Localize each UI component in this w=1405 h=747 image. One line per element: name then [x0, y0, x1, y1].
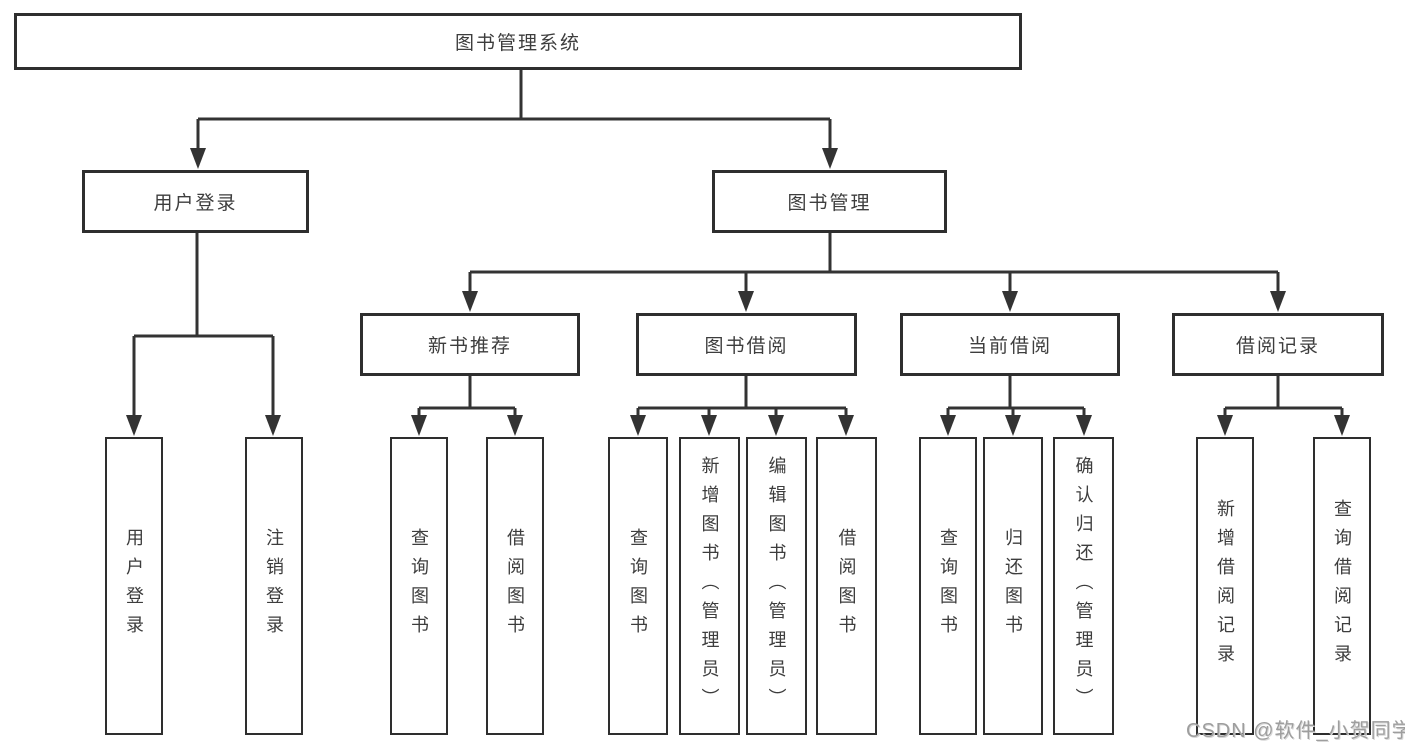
arrowhead — [1334, 415, 1350, 436]
leaf-user-login: 用户登录 — [105, 437, 163, 735]
node-book-borrow-label: 图书借阅 — [704, 336, 789, 357]
arrowhead — [1217, 415, 1233, 436]
leaf-cb-query-books-label: 查询图书 — [938, 528, 958, 644]
leaf-user-login-label: 用户登录 — [124, 528, 144, 644]
leaf-nb-borrow-books-label: 借阅图书 — [505, 528, 525, 644]
leaf-bb-borrow-books: 借阅图书 — [816, 437, 877, 735]
edge-borrowrecords-to-leaves — [1223, 375, 1344, 416]
leaf-bb-edit-books-admin: 编辑图书（管理员） — [746, 437, 807, 735]
leaf-logout: 注销登录 — [245, 437, 303, 735]
arrowhead — [1076, 415, 1092, 436]
arrowhead — [1002, 291, 1018, 312]
node-root-label: 图书管理系统 — [454, 33, 581, 54]
edge-root-to-level2 — [196, 70, 832, 150]
arrowhead — [126, 415, 142, 436]
node-current-borrow-label: 当前借阅 — [967, 336, 1052, 357]
arrowhead — [1005, 415, 1021, 436]
arrowhead — [940, 415, 956, 436]
leaf-br-query-record-label: 查询借阅记录 — [1332, 499, 1352, 673]
leaf-cb-confirm-return-admin-label: 确认归还（管理员） — [1073, 455, 1094, 717]
leaf-nb-borrow-books: 借阅图书 — [486, 437, 544, 735]
leaf-cb-confirm-return-admin: 确认归还（管理员） — [1053, 437, 1114, 735]
leaf-nb-query-books: 查询图书 — [390, 437, 448, 735]
arrowhead — [265, 415, 281, 436]
leaf-br-add-record: 新增借阅记录 — [1196, 437, 1254, 735]
node-current-borrow: 当前借阅 — [900, 313, 1120, 376]
leaf-logout-label: 注销登录 — [264, 528, 284, 644]
edge-currentborrow-to-leaves — [946, 375, 1086, 416]
leaf-bb-edit-books-admin-label: 编辑图书（管理员） — [766, 455, 787, 717]
arrowhead — [411, 415, 427, 436]
arrowhead — [768, 415, 784, 436]
arrowheads — [126, 148, 1350, 436]
leaf-bb-borrow-books-label: 借阅图书 — [836, 528, 857, 644]
arrowhead — [190, 148, 206, 169]
watermark: CSDN @软件_小贺同学 — [1186, 720, 1405, 742]
leaf-br-query-record: 查询借阅记录 — [1313, 437, 1371, 735]
arrowhead — [838, 415, 854, 436]
node-new-book-recommend-label: 新书推荐 — [427, 336, 512, 357]
node-borrow-records: 借阅记录 — [1172, 313, 1384, 376]
node-borrow-records-label: 借阅记录 — [1235, 336, 1320, 357]
arrowhead — [701, 415, 717, 436]
node-new-book-recommend: 新书推荐 — [360, 313, 580, 376]
edge-bookmgmt-to-level3 — [468, 233, 1280, 292]
edge-bookborrow-to-leaves — [636, 375, 848, 416]
node-book-management: 图书管理 — [712, 170, 947, 233]
node-root: 图书管理系统 — [14, 13, 1022, 70]
leaf-bb-query-books: 查询图书 — [608, 437, 668, 735]
leaf-cb-return-books-label: 归还图书 — [1003, 528, 1023, 644]
leaf-bb-query-books-label: 查询图书 — [628, 528, 648, 644]
edge-newbook-to-leaves — [417, 375, 517, 416]
leaf-bb-add-books-admin: 新增图书（管理员） — [679, 437, 740, 735]
leaf-nb-query-books-label: 查询图书 — [409, 528, 429, 644]
leaf-bb-add-books-admin-label: 新增图书（管理员） — [699, 455, 720, 717]
node-book-management-label: 图书管理 — [787, 193, 872, 214]
node-book-borrow: 图书借阅 — [636, 313, 857, 376]
leaf-br-add-record-label: 新增借阅记录 — [1215, 499, 1235, 673]
edge-userlogin-to-leaves — [132, 233, 275, 416]
leaf-cb-query-books: 查询图书 — [919, 437, 977, 735]
arrowhead — [1270, 291, 1286, 312]
arrowhead — [507, 415, 523, 436]
arrowhead — [630, 415, 646, 436]
node-user-login: 用户登录 — [82, 170, 309, 233]
arrowhead — [738, 291, 754, 312]
arrowhead — [822, 148, 838, 169]
node-user-login-label: 用户登录 — [153, 193, 238, 214]
leaf-cb-return-books: 归还图书 — [983, 437, 1043, 735]
arrowhead — [462, 291, 478, 312]
